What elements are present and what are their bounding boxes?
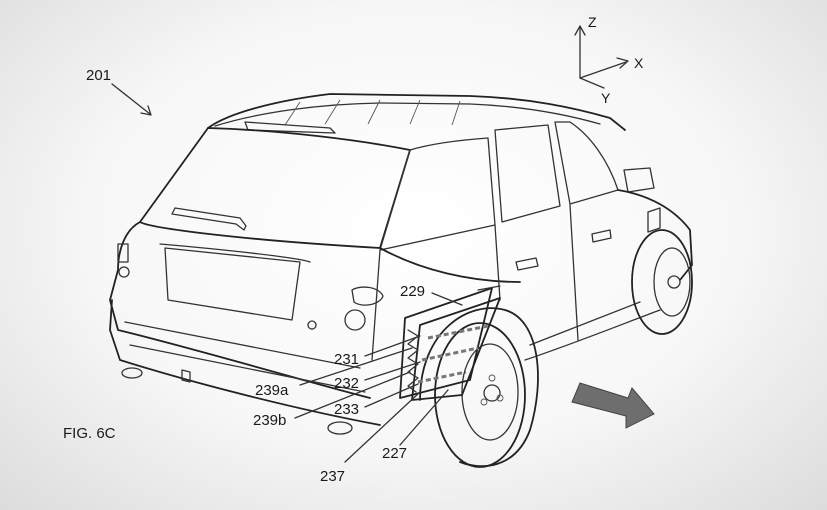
ref-201-arrow [112, 84, 150, 114]
callout-239b: 239b [253, 412, 286, 429]
rear-panel-assembly [400, 286, 500, 400]
axis-x-label: X [634, 55, 644, 71]
callout-232: 232 [334, 375, 359, 392]
figure-caption: FIG. 6C [63, 425, 116, 442]
axis-z-label: Z [588, 14, 597, 30]
vehicle [110, 94, 692, 467]
axis-y-label: Y [601, 90, 611, 106]
callout-227: 227 [382, 445, 407, 462]
callout-239a: 239a [255, 382, 289, 399]
callout-229: 229 [400, 283, 425, 300]
ref-201-label: 201 [86, 67, 111, 84]
callout-237: 237 [320, 468, 345, 485]
callout-233: 233 [334, 401, 359, 418]
motion-arrow-icon [572, 383, 654, 428]
axis-triad: Z X Y [575, 14, 644, 106]
callout-231: 231 [334, 351, 359, 368]
